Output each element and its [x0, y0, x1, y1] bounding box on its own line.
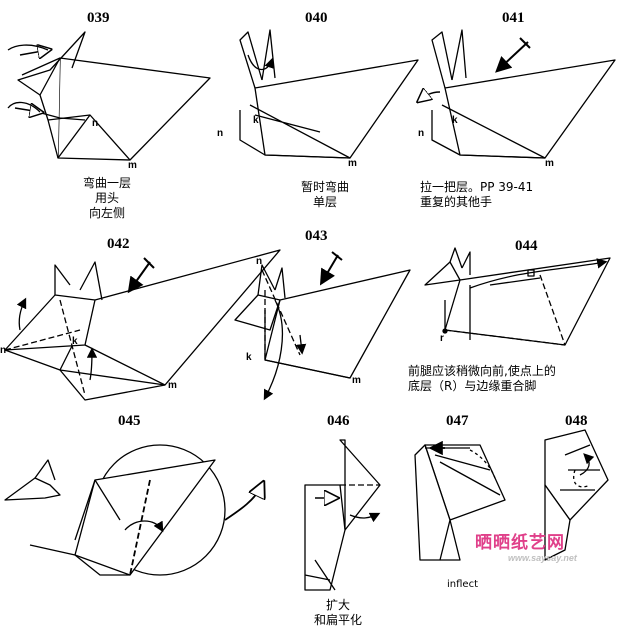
point-label: m	[352, 375, 361, 386]
step-number-046: 046	[327, 413, 350, 429]
step-number-040: 040	[305, 10, 328, 26]
point-label: r	[440, 333, 444, 344]
fold-figure-044	[424, 247, 611, 346]
step-number-044: 044	[515, 238, 538, 254]
point-label: k	[253, 115, 259, 126]
fold-figure-040	[239, 29, 419, 159]
point-label: k	[452, 115, 458, 126]
fold-figure-042	[4, 249, 281, 401]
point-label: m	[545, 158, 554, 169]
point-label: k	[246, 352, 252, 363]
step-caption-041: 拉一把层。PP 39-41 重复的其他手	[420, 180, 534, 209]
point-label: m	[128, 160, 137, 171]
point-label: n	[0, 345, 7, 356]
fold-figure-046	[304, 439, 381, 591]
fold-figure-047	[414, 440, 506, 561]
fold-figure-045	[4, 444, 262, 576]
step-number-048: 048	[565, 413, 588, 429]
step-number-039: 039	[87, 10, 110, 26]
step-number-041: 041	[502, 10, 525, 26]
step-caption-047: inflect	[447, 579, 478, 590]
fold-figure-039	[7, 31, 211, 161]
step-caption-040: 暂时弯曲 单层	[300, 180, 349, 209]
step-number-045: 045	[118, 413, 141, 429]
point-label: n	[256, 256, 263, 267]
watermark-url: www.saysay.net	[508, 553, 577, 563]
fold-figure-048	[544, 429, 609, 561]
step-caption-044: 前腿应该稍微向前,使点上的 底层（R）与边缘重合脚	[408, 364, 556, 393]
point-label: n	[92, 118, 99, 129]
step-caption-046: 扩大 和扁平化	[313, 598, 362, 627]
point-label: m	[348, 158, 357, 169]
point-label: n	[418, 128, 425, 139]
step-number-042: 042	[107, 236, 130, 252]
point-label: m	[168, 380, 177, 391]
point-label: k	[72, 336, 78, 347]
fold-figure-041	[420, 29, 616, 159]
fold-figure-043	[234, 251, 411, 401]
watermark-text: 晒晒纸艺网	[475, 533, 565, 552]
step-number-043: 043	[305, 228, 328, 244]
point-label: n	[217, 128, 224, 139]
step-number-047: 047	[446, 413, 469, 429]
step-caption-039: 弯曲一层 用头 向左侧	[82, 176, 131, 220]
